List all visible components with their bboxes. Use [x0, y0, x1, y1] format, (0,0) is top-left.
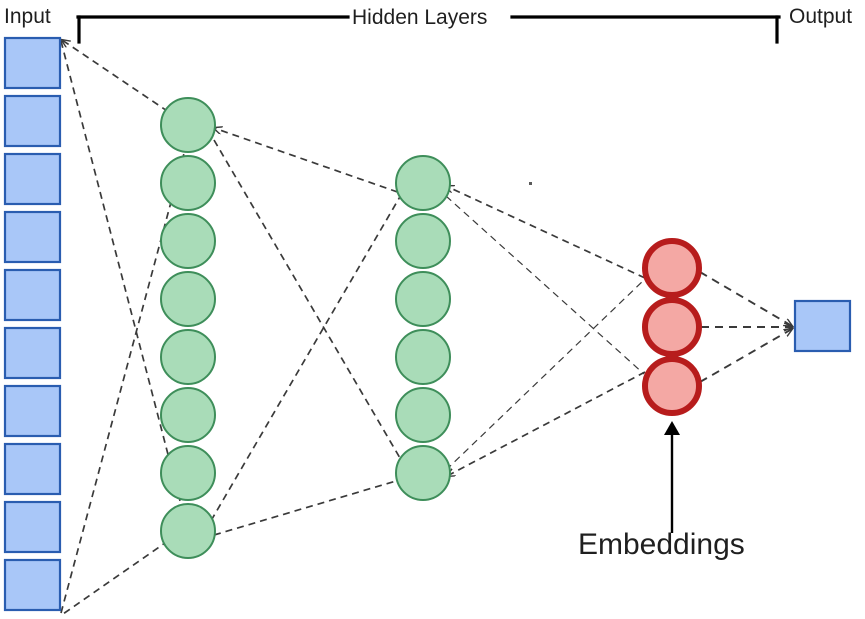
embedding-node[interactable]: [642, 356, 702, 416]
hidden2-node[interactable]: [395, 213, 451, 269]
hidden1-node[interactable]: [160, 97, 216, 153]
edge: [213, 478, 406, 536]
hidden1-node[interactable]: [160, 155, 216, 211]
input-node[interactable]: [3, 210, 62, 264]
hidden-layer-1: [160, 97, 216, 559]
input-layer: [3, 36, 62, 612]
input-node[interactable]: [3, 326, 62, 380]
embedding-node[interactable]: [642, 297, 702, 357]
hidden2-node[interactable]: [395, 329, 451, 385]
input-node[interactable]: [3, 152, 62, 206]
input-node[interactable]: [3, 94, 62, 148]
hidden1-node[interactable]: [160, 445, 216, 501]
output-node[interactable]: [793, 299, 852, 353]
edge: [699, 271, 792, 326]
embeddings-label: Embeddings: [578, 528, 745, 561]
hidden1-node[interactable]: [160, 271, 216, 327]
input-label: Input: [4, 5, 51, 28]
edges-hidden2-to-embeddings: [445, 186, 646, 476]
edge: [446, 186, 646, 279]
edges-embeddings-to-output: [699, 271, 792, 383]
hidden1-node[interactable]: [160, 387, 216, 443]
edge: [447, 371, 646, 476]
edges-hidden1-to-hidden2: [211, 128, 410, 536]
embeddings-layer: [642, 238, 702, 416]
hidden1-node[interactable]: [160, 213, 216, 269]
input-node[interactable]: [3, 384, 62, 438]
hidden2-node[interactable]: [395, 445, 451, 501]
edge: [211, 182, 409, 520]
hidden1-node[interactable]: [160, 503, 216, 559]
output-layer: [793, 299, 852, 353]
input-node[interactable]: [3, 558, 62, 612]
input-node[interactable]: [3, 500, 62, 554]
input-node[interactable]: [3, 268, 62, 322]
edge: [213, 139, 407, 470]
hidden1-node[interactable]: [160, 329, 216, 385]
edge: [214, 128, 410, 197]
input-node[interactable]: [3, 442, 62, 496]
hidden-layer-2: [395, 155, 451, 501]
edge: [699, 329, 792, 383]
hidden-layers-label: Hidden Layers: [352, 6, 488, 29]
edge: [445, 195, 645, 375]
input-node[interactable]: [3, 36, 62, 90]
edge: [445, 279, 645, 471]
output-label: Output: [789, 5, 853, 28]
embedding-node[interactable]: [642, 238, 702, 298]
stray-speck: [529, 182, 532, 185]
hidden2-node[interactable]: [395, 271, 451, 327]
hidden2-node[interactable]: [395, 387, 451, 443]
top-bracket: [76, 15, 781, 44]
hidden2-node[interactable]: [395, 155, 451, 211]
edge: [60, 145, 187, 614]
